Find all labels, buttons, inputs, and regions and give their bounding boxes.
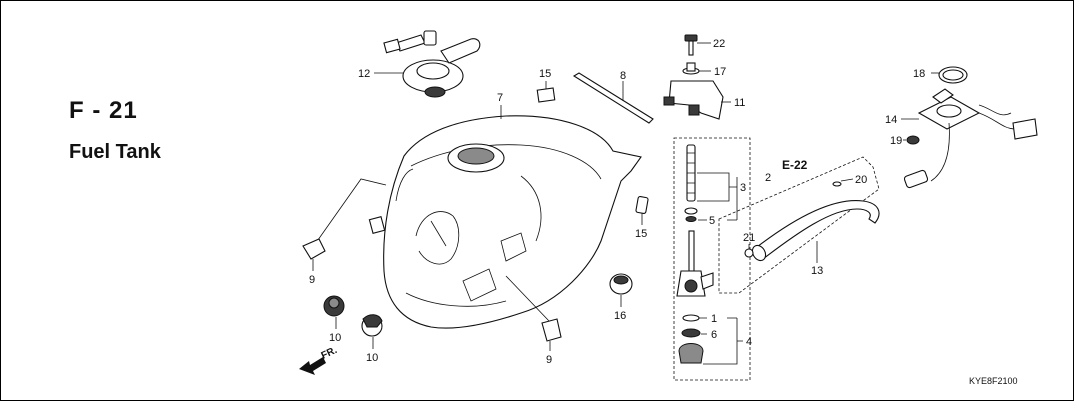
nut-b[interactable] — [361, 314, 383, 337]
reference-label: E-22 — [782, 158, 808, 172]
callout-10b: 10 — [366, 352, 378, 364]
callout-19: 19 — [890, 135, 902, 147]
callout-9b: 9 — [546, 354, 552, 366]
callout-5: 5 — [709, 215, 715, 227]
bracket[interactable] — [663, 80, 724, 120]
callout-2: 2 — [765, 172, 771, 184]
fuel-pump-unit[interactable] — [903, 88, 1038, 189]
callout-9a: 9 — [309, 274, 315, 286]
cushion-bottom[interactable] — [541, 318, 562, 342]
fuel-pump-nut[interactable] — [906, 135, 920, 145]
section-title: Fuel Tank — [69, 141, 161, 163]
callout-7: 7 — [497, 92, 503, 104]
callout-8: 8 — [620, 70, 626, 82]
callout-10a: 10 — [329, 332, 341, 344]
front-marker-label: FR. — [320, 345, 339, 362]
section-code: F - 21 — [69, 97, 138, 124]
valve-assembly-box — [673, 137, 751, 381]
o-ring[interactable] — [938, 66, 968, 84]
callout-18: 18 — [913, 68, 925, 80]
cushion-left[interactable] — [302, 238, 326, 260]
fuel-hose[interactable] — [750, 200, 880, 263]
callout-14: 14 — [885, 114, 897, 126]
fuel-tank[interactable] — [368, 115, 642, 329]
callout-3: 3 — [740, 182, 746, 194]
callout-22: 22 — [713, 38, 725, 50]
callout-20: 20 — [855, 174, 867, 186]
callout-11: 11 — [734, 97, 745, 109]
tank-strip[interactable] — [572, 72, 654, 124]
grommet[interactable] — [609, 273, 633, 295]
rubber-pad-top[interactable] — [536, 87, 556, 103]
fuel-strainer[interactable] — [684, 144, 698, 222]
rubber-pad-right[interactable] — [635, 196, 649, 214]
collar[interactable] — [682, 62, 700, 75]
callout-1: 1 — [711, 313, 717, 325]
callout-15b: 15 — [635, 228, 647, 240]
callout-17: 17 — [714, 66, 726, 78]
bolt[interactable] — [684, 34, 698, 56]
callout-16: 16 — [614, 310, 626, 322]
callout-15a: 15 — [539, 68, 551, 80]
diagram-code: KYE8F2100 — [969, 376, 1018, 386]
nut-a[interactable] — [323, 295, 345, 317]
callout-4: 4 — [746, 336, 752, 348]
front-arrow-icon — [299, 357, 326, 375]
callout-21: 21 — [743, 232, 755, 244]
callout-12: 12 — [358, 68, 370, 80]
callout-13: 13 — [811, 265, 823, 277]
fuel-valve[interactable] — [676, 230, 714, 364]
hose-box — [718, 156, 880, 294]
clip-20[interactable] — [832, 181, 842, 187]
fuel-cap[interactable] — [383, 30, 481, 98]
clip-21[interactable] — [744, 248, 754, 258]
callout-6: 6 — [711, 329, 717, 341]
